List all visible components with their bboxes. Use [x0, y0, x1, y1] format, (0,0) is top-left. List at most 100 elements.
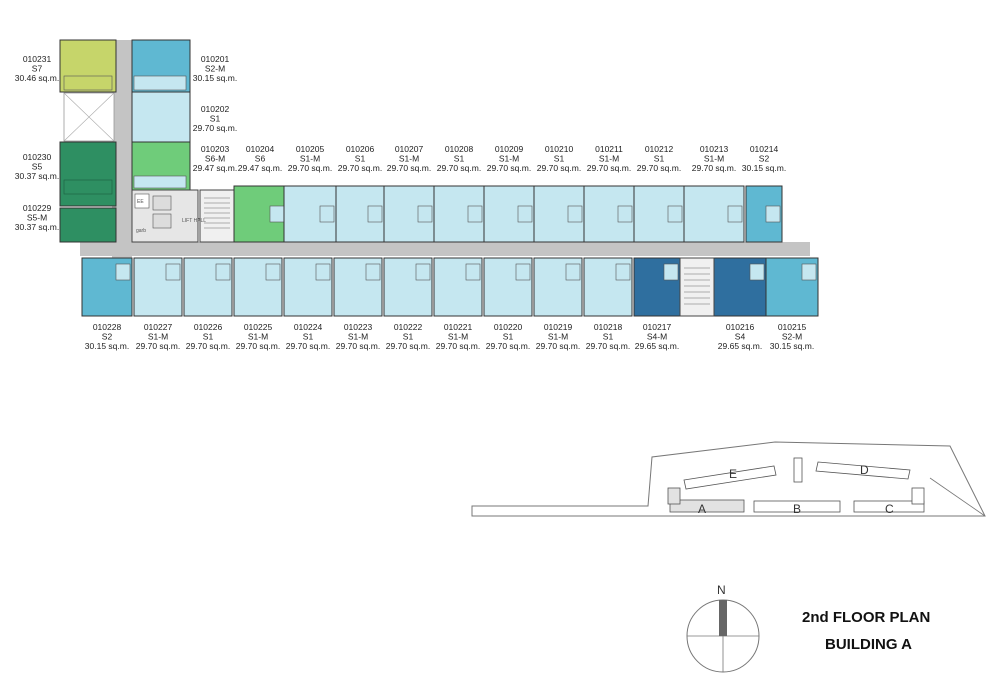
unit-area: 29.70 sq.m.	[536, 341, 580, 351]
unit-010223[interactable]	[333, 257, 383, 317]
unit-010205[interactable]	[283, 185, 337, 243]
unit-010211[interactable]	[583, 185, 635, 243]
site-plan: A B C D E	[471, 441, 986, 517]
unit-type: S2-M	[205, 64, 225, 74]
unit-area: 29.47 sq.m.	[193, 163, 237, 173]
unit-010217-bath	[663, 263, 679, 281]
unit-type: S7	[32, 64, 43, 74]
unit-010213[interactable]	[683, 185, 745, 243]
unit-area: 29.47 sq.m.	[238, 163, 282, 173]
unit-010207-bath	[417, 205, 433, 223]
unit-id: 010229	[23, 203, 52, 213]
unit-type: S1-M	[548, 332, 568, 342]
unit-id: 010221	[444, 322, 473, 332]
unit-area: 30.15 sq.m.	[85, 341, 129, 351]
unit-010209[interactable]	[483, 185, 535, 243]
main-corridor	[80, 242, 810, 256]
unit-010230-shape[interactable]	[59, 141, 117, 207]
unit-id: 010223	[344, 322, 373, 332]
unit-id: 010225	[244, 322, 273, 332]
unit-area: 30.15 sq.m.	[770, 341, 814, 351]
stair-core	[199, 189, 235, 243]
unit-010216[interactable]	[713, 257, 767, 317]
unit-area: 30.37 sq.m.	[15, 171, 59, 181]
unit-010208[interactable]	[433, 185, 485, 243]
unit-010229-shape[interactable]	[59, 207, 117, 243]
unit-010228[interactable]	[81, 257, 133, 317]
unit-id: 010203	[201, 144, 230, 154]
ee-label: EE	[137, 199, 144, 205]
unit-area: 29.70 sq.m.	[136, 341, 180, 351]
unit-010205-bath	[319, 205, 335, 223]
unit-type: S1-M	[248, 332, 268, 342]
unit-010220[interactable]	[483, 257, 533, 317]
unit-010210[interactable]	[533, 185, 585, 243]
unit-010204[interactable]	[233, 185, 287, 243]
site-slope	[929, 477, 986, 517]
unit-area: 29.70 sq.m.	[386, 341, 430, 351]
unit-area: 29.65 sq.m.	[635, 341, 679, 351]
compass-north-label: N	[717, 583, 726, 597]
unit-010219-shape[interactable]	[533, 257, 583, 317]
unit-area: 29.65 sq.m.	[718, 341, 762, 351]
unit-010218[interactable]	[583, 257, 633, 317]
unit-010225[interactable]	[233, 257, 283, 317]
unit-010207[interactable]	[383, 185, 435, 243]
unit-010209-bath	[517, 205, 533, 223]
unit-010206[interactable]	[335, 185, 385, 243]
unit-area: 29.70 sq.m.	[437, 163, 481, 173]
unit-id: 010215	[778, 322, 807, 332]
unit-010219[interactable]	[533, 257, 583, 317]
unit-type: S2	[102, 332, 113, 342]
block-a-stub	[667, 487, 681, 505]
lift-2	[152, 213, 172, 229]
unit-010227[interactable]	[133, 257, 183, 317]
unit-type: S1-M	[348, 332, 368, 342]
unit-id: 010219	[544, 322, 573, 332]
unit-id: 010207	[395, 144, 424, 154]
unit-010215[interactable]	[765, 257, 819, 317]
unit-area: 29.70 sq.m.	[186, 341, 230, 351]
unit-010215-bath	[801, 263, 817, 281]
unit-id: 010204	[246, 144, 275, 154]
unit-010217[interactable]	[633, 257, 681, 317]
unit-type: S1	[554, 154, 565, 164]
unit-010214[interactable]	[745, 185, 783, 243]
unit-area: 29.70 sq.m.	[336, 341, 380, 351]
unit-area: 29.70 sq.m.	[236, 341, 280, 351]
unit-010222-bath	[415, 263, 431, 281]
unit-area: 30.37 sq.m.	[15, 222, 59, 232]
unit-type: S1-M	[300, 154, 320, 164]
unit-010227-bath	[165, 263, 181, 281]
unit-id: 010224	[294, 322, 323, 332]
unit-area: 29.70 sq.m.	[586, 341, 630, 351]
unit-type: S4-M	[647, 332, 667, 342]
unit-010226[interactable]	[183, 257, 233, 317]
block-d-label: D	[860, 463, 869, 477]
unit-id: 010212	[645, 144, 674, 154]
unit-010211-bath	[617, 205, 633, 223]
unit-010202-shape[interactable]	[131, 91, 191, 143]
unit-type: S1	[355, 154, 366, 164]
unit-id: 010220	[494, 322, 523, 332]
lift-1	[152, 195, 172, 211]
block-a-label: A	[698, 502, 706, 516]
unit-010212[interactable]	[633, 185, 685, 243]
unit-010224[interactable]	[283, 257, 333, 317]
unit-type: S1	[210, 114, 221, 124]
unit-010222[interactable]	[383, 257, 433, 317]
unit-010221[interactable]	[433, 257, 483, 317]
unit-010212-bath	[667, 205, 683, 223]
